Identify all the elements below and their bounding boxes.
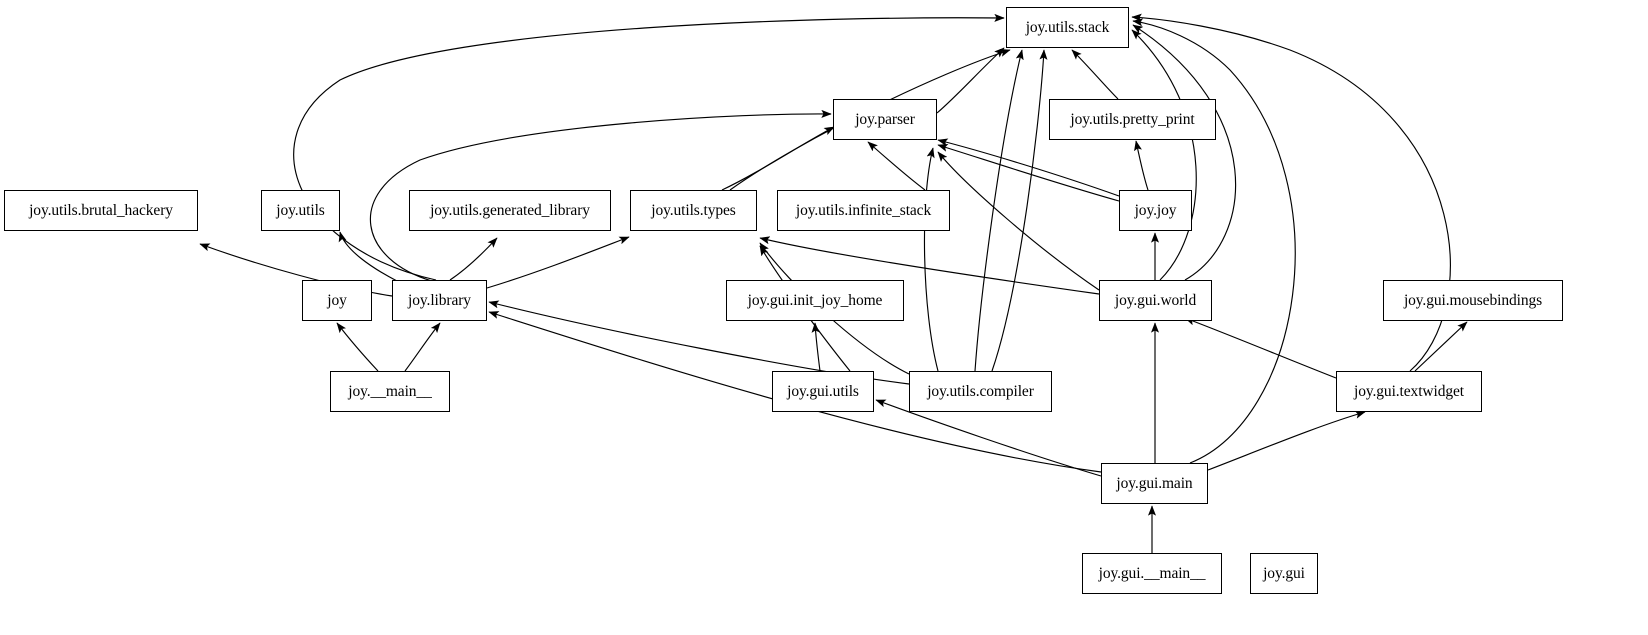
edge-joy.joy-to-joy.parser bbox=[937, 144, 1120, 202]
node-label: joy.gui bbox=[1263, 564, 1305, 582]
edge-joy.utils.infinite_stack-to-joy.parser bbox=[867, 141, 926, 191]
node-label: joy.gui.textwidget bbox=[1354, 382, 1464, 400]
node-label: joy.utils.compiler bbox=[927, 382, 1034, 400]
node-joy.utils.brutal_hackery[interactable]: joy.utils.brutal_hackery bbox=[4, 190, 198, 231]
node-label: joy.__main__ bbox=[348, 382, 432, 400]
node-joy.library[interactable]: joy.library bbox=[392, 280, 487, 321]
node-joy.gui.init_joy_home[interactable]: joy.gui.init_joy_home bbox=[726, 280, 904, 321]
node-label: joy bbox=[327, 291, 347, 309]
edge-joy.gui.utils-to-joy.gui.init_joy_home bbox=[811, 322, 821, 372]
node-joy.gui.textwidget[interactable]: joy.gui.textwidget bbox=[1336, 371, 1482, 412]
node-label: joy.gui.init_joy_home bbox=[747, 291, 883, 309]
node-label: joy.gui.world bbox=[1114, 291, 1197, 309]
edge-joy.gui.main-to-joy.gui.textwidget bbox=[1207, 410, 1366, 471]
edge-joy.utils.compiler-to-joy.utils.stack bbox=[991, 49, 1048, 372]
edge-joy.library-to-joy.utils bbox=[338, 231, 398, 282]
node-label: joy.joy bbox=[1134, 201, 1177, 219]
edge-joy.gui.world-to-joy.utils.stack bbox=[1131, 29, 1197, 281]
node-joy.utils.types[interactable]: joy.utils.types bbox=[630, 190, 757, 231]
node-joy[interactable]: joy bbox=[302, 280, 372, 321]
node-joy.utils.infinite_stack[interactable]: joy.utils.infinite_stack bbox=[777, 190, 950, 231]
node-joy.__main__[interactable]: joy.__main__ bbox=[330, 371, 450, 412]
edge-joy.utils.compiler-to-joy.utils.stack bbox=[974, 49, 1024, 372]
node-label: joy.utils bbox=[276, 201, 325, 219]
edge-joy.utils.types-to-joy.parser bbox=[721, 126, 835, 191]
edge-joy.library-to-joy.parser bbox=[369, 109, 832, 282]
node-joy.gui.utils[interactable]: joy.gui.utils bbox=[772, 371, 874, 412]
edge-joy.gui.main-to-joy.gui.utils bbox=[875, 399, 1102, 477]
edge-joy.joy-to-joy.utils.pretty_print bbox=[1134, 140, 1149, 191]
node-label: joy.gui.main bbox=[1116, 474, 1193, 492]
edge-joy.library-to-joy.utils.types bbox=[486, 236, 630, 289]
edge-joy.gui.textwidget-to-joy.gui.world bbox=[1184, 317, 1337, 379]
node-joy.utils.compiler[interactable]: joy.utils.compiler bbox=[909, 371, 1052, 412]
edge-joy.__main__-to-joy.library bbox=[404, 322, 441, 372]
node-joy.utils[interactable]: joy.utils bbox=[261, 190, 340, 231]
edge-joy.gui.world-to-joy.utils.stack bbox=[1132, 24, 1237, 281]
node-label: joy.gui.utils bbox=[787, 382, 859, 400]
edge-joy.gui.main-to-joy.utils.stack bbox=[1132, 18, 1296, 464]
node-joy.gui.main[interactable]: joy.gui.main bbox=[1101, 463, 1208, 504]
node-joy.parser[interactable]: joy.parser bbox=[833, 99, 937, 140]
node-joy.utils.pretty_print[interactable]: joy.utils.pretty_print bbox=[1049, 99, 1216, 140]
edge-joy.utils.compiler-to-joy.parser bbox=[923, 147, 939, 372]
edge-joy.utils.pretty_print-to-joy.utils.stack bbox=[1071, 49, 1119, 100]
edge-joy.joy-to-joy.parser bbox=[937, 138, 1120, 197]
node-joy.gui.world[interactable]: joy.gui.world bbox=[1099, 280, 1212, 321]
node-label: joy.utils.infinite_stack bbox=[795, 201, 932, 219]
edge-joy.library-to-joy.utils.generated_library bbox=[449, 237, 498, 281]
edge-joy.gui.world-to-joy.parser bbox=[937, 151, 1100, 291]
node-label: joy.gui.mousebindings bbox=[1403, 291, 1543, 309]
node-joy.gui.mousebindings[interactable]: joy.gui.mousebindings bbox=[1383, 280, 1563, 321]
node-joy.gui[interactable]: joy.gui bbox=[1250, 553, 1318, 594]
edge-joy.parser-to-joy.utils.stack bbox=[936, 47, 1005, 114]
edge-joy.__main__-to-joy bbox=[336, 322, 379, 372]
node-label: joy.library bbox=[408, 291, 471, 309]
node-label: joy.utils.generated_library bbox=[430, 201, 590, 219]
node-label: joy.utils.brutal_hackery bbox=[29, 201, 173, 219]
node-joy.utils.stack[interactable]: joy.utils.stack bbox=[1006, 7, 1129, 48]
node-joy.utils.generated_library[interactable]: joy.utils.generated_library bbox=[409, 190, 611, 231]
node-label: joy.utils.pretty_print bbox=[1070, 110, 1195, 128]
node-label: joy.parser bbox=[855, 110, 915, 128]
edge-joy.gui.world-to-joy.utils.types bbox=[759, 236, 1100, 295]
node-joy.joy[interactable]: joy.joy bbox=[1119, 190, 1192, 231]
node-joy.gui.__main__[interactable]: joy.gui.__main__ bbox=[1082, 553, 1222, 594]
node-label: joy.utils.types bbox=[651, 201, 736, 219]
node-label: joy.utils.stack bbox=[1025, 18, 1110, 36]
edge-joy.library-to-joy.utils.stack bbox=[293, 13, 1005, 281]
edge-joy.gui.textwidget-to-joy.gui.mousebindings bbox=[1414, 321, 1468, 372]
node-label: joy.gui.__main__ bbox=[1098, 564, 1206, 582]
